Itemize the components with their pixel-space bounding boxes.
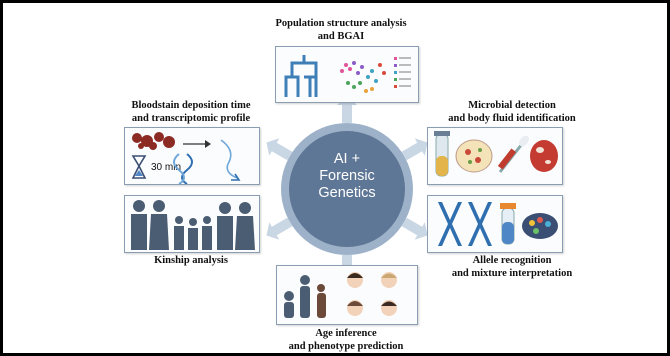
cluster-scatter-icon — [340, 61, 386, 93]
legend-icon — [394, 57, 411, 88]
panel-kinship — [124, 195, 260, 253]
test-tube-icon — [434, 131, 450, 177]
title-kinship: Kinship analysis — [154, 255, 228, 266]
hourglass-icon — [131, 155, 147, 179]
center-label: AI + Forensic Genetics — [297, 151, 397, 202]
swab-icon — [497, 135, 529, 173]
time-label: 30 min — [151, 162, 181, 173]
panel-allele — [427, 195, 563, 253]
petri-dish-icon — [455, 139, 493, 173]
title-microbial: Microbial detection and body fluid ident… — [448, 100, 576, 124]
blood-drops-icon — [132, 132, 175, 150]
family-silhouette-icon — [131, 200, 255, 250]
people-group-icon — [284, 275, 326, 318]
panel-age — [276, 265, 418, 325]
arrow-icon — [183, 140, 211, 148]
center-line-3: Genetics — [318, 185, 376, 201]
title-population: Population structure analysis and BGAI — [275, 18, 407, 42]
arrow-to-microbial — [401, 138, 428, 161]
center-circle — [281, 123, 413, 255]
dendrogram-icon — [284, 55, 318, 97]
blood-dish-icon — [530, 140, 558, 172]
rna-strand-icon — [220, 139, 241, 181]
title-age: Age inference and phenotype prediction — [288, 328, 404, 352]
panel-microbial — [427, 127, 563, 185]
arrow-to-bloodstain — [266, 138, 293, 161]
panel-bloodstain: 30 min — [124, 127, 260, 185]
title-bloodstain: Bloodstain deposition time and transcrip… — [131, 100, 251, 124]
center-line-2: Forensic — [319, 168, 375, 184]
dna-helix-icon — [173, 153, 193, 184]
title-allele: Allele recognition and mixture interpret… — [451, 255, 573, 279]
palette-icon — [522, 213, 558, 239]
arrow-to-allele — [401, 217, 428, 240]
arrow-to-kinship — [266, 217, 293, 240]
face-portraits-icon — [347, 272, 397, 316]
center-line-1: AI + — [333, 151, 361, 167]
chromosome-icon — [438, 202, 492, 246]
sample-tube-icon — [500, 203, 516, 245]
panel-population — [275, 46, 419, 103]
